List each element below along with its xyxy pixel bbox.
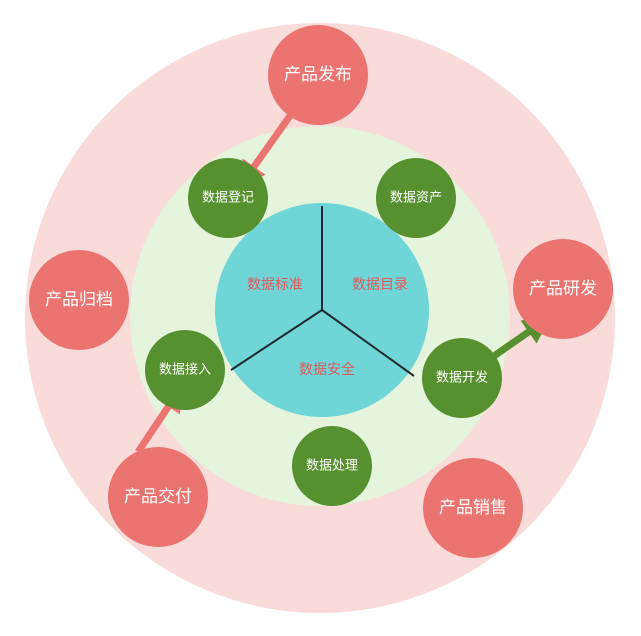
node-label: 产品交付 [124,487,192,507]
node-label: 数据接入 [159,362,211,378]
product-node-delivery[interactable]: 产品交付 [108,447,208,547]
node-label: 数据登记 [202,191,254,206]
node-label: 产品归档 [45,290,113,310]
data-node-register[interactable]: 数据登记 [188,158,268,238]
data-node-access[interactable]: 数据接入 [145,330,225,410]
node-label: 数据资产 [390,191,442,206]
core-sector-label: 数据目录 [352,277,408,293]
data-node-develop[interactable]: 数据开发 [422,338,502,418]
arrow-develop-to-rd [492,316,552,359]
product-node-archive[interactable]: 产品归档 [29,250,129,350]
node-label: 数据处理 [306,459,358,474]
core-divider [230,309,323,371]
node-label: 数据开发 [436,370,488,386]
core-divider [321,309,415,377]
node-label: 产品销售 [439,498,507,518]
product-node-publish[interactable]: 产品发布 [268,25,368,125]
arrow-publish-to-register [237,110,295,190]
product-node-rd[interactable]: 产品研发 [513,239,613,339]
node-label: 产品研发 [529,279,597,299]
node-label: 产品发布 [284,65,352,85]
data-node-assets[interactable]: 数据资产 [376,158,456,238]
core-sector-label: 数据安全 [299,361,355,378]
core-sector-label: 数据标准 [247,277,303,293]
product-node-sales[interactable]: 产品销售 [423,458,523,558]
data-node-process[interactable]: 数据处理 [292,426,372,506]
